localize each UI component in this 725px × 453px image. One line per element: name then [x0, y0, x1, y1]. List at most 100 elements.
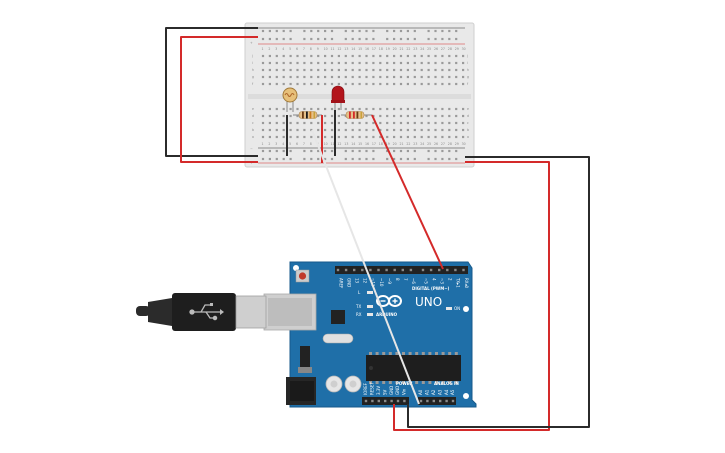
breadboard-hole	[289, 54, 292, 58]
resistor-2[interactable]	[341, 111, 372, 119]
breadboard-hole	[406, 114, 409, 118]
breadboard-hole	[393, 121, 396, 125]
pin-label: A4	[444, 389, 449, 395]
resistor-1[interactable]	[293, 111, 322, 119]
wire-red-digital-pin	[371, 114, 444, 270]
pin-label: TX▸1	[456, 277, 461, 288]
breadboard-hole	[268, 128, 271, 132]
header-pin	[361, 268, 364, 272]
column-number: 22	[406, 47, 410, 51]
breadboard-hole	[386, 37, 389, 41]
breadboard-hole	[358, 54, 361, 58]
breadboard-hole	[330, 135, 334, 139]
breadboard-hole	[261, 61, 265, 65]
breadboard-hole	[448, 29, 451, 33]
breadboard-hole	[324, 157, 327, 161]
breadboard-hole	[344, 54, 347, 58]
breadboard-hole	[406, 107, 409, 111]
breadboard-hole	[406, 54, 409, 58]
breadboard-hole	[386, 68, 389, 72]
column-number: 13	[344, 142, 348, 146]
usb-icon	[189, 303, 224, 321]
breadboard-hole	[399, 29, 403, 33]
row-letter: b	[467, 128, 469, 132]
breadboard-hole	[441, 82, 444, 86]
column-number: 23	[413, 142, 417, 146]
pin-label: 3.3V	[376, 386, 381, 395]
breadboard-hole	[351, 82, 354, 86]
header-pin	[451, 399, 455, 403]
breadboard-hole	[379, 121, 382, 125]
breadboard-hole	[289, 75, 292, 79]
breadboard-hole	[310, 135, 313, 139]
column-number: 6	[296, 142, 298, 146]
breadboard-hole	[441, 29, 444, 33]
chip-pin	[435, 381, 438, 384]
row-letter: h	[467, 68, 469, 72]
breadboard-hole	[303, 61, 306, 65]
breadboard-hole	[358, 37, 361, 41]
breadboard-hole	[427, 128, 430, 132]
breadboard-hole	[358, 135, 361, 139]
red-led[interactable]	[331, 85, 345, 110]
breadboard-hole	[324, 61, 327, 65]
breadboard-hole	[330, 75, 334, 79]
breadboard-hole	[317, 135, 320, 139]
breadboard-hole	[351, 128, 354, 132]
breadboard-hole	[448, 157, 451, 161]
breadboard-hole	[372, 54, 375, 58]
breadboard-hole	[372, 68, 375, 72]
photoresistor[interactable]	[282, 87, 298, 112]
breadboard-hole	[448, 149, 451, 153]
breadboard-hole	[268, 121, 271, 125]
breadboard-hole	[399, 128, 403, 132]
header-pin	[446, 268, 449, 272]
breadboard-hole	[406, 121, 409, 125]
breadboard-hole	[441, 61, 444, 65]
chip-pin	[448, 352, 452, 355]
breadboard-hole	[455, 107, 458, 111]
digital-pins	[336, 268, 465, 272]
breadboard-hole	[282, 75, 285, 79]
breadboard-hole	[434, 135, 437, 139]
row-letter: f	[252, 82, 254, 86]
breadboard-hole	[448, 82, 451, 86]
breadboard-hole	[413, 121, 416, 125]
breadboard-hole	[324, 68, 327, 72]
header-pin	[390, 399, 393, 403]
header-pin	[429, 268, 433, 272]
microcontroller-pins	[369, 352, 458, 384]
column-number: 15	[358, 47, 362, 51]
column-number: 30	[462, 47, 466, 51]
breadboard-hole	[365, 75, 368, 79]
breadboard-hole	[275, 114, 278, 118]
column-number: 3	[275, 47, 277, 51]
breadboard-hole	[413, 82, 416, 86]
breadboard-hole	[427, 114, 430, 118]
breadboard-hole	[317, 54, 320, 58]
column-number: 20	[393, 142, 397, 146]
column-number: 27	[441, 47, 445, 51]
breadboard-hole	[275, 61, 278, 65]
header-pin	[364, 399, 368, 403]
mounting-hole	[463, 393, 469, 399]
column-number: 4	[282, 142, 284, 146]
breadboard-hole	[324, 29, 327, 33]
row-letter: g	[467, 75, 469, 79]
breadboard-hole	[289, 107, 292, 111]
breadboard-hole	[261, 37, 265, 41]
chip-pin	[402, 381, 405, 384]
breadboard-hole	[399, 68, 403, 72]
breadboard-hole	[462, 54, 465, 58]
breadboard-hole	[413, 149, 416, 153]
breadboard-hole	[310, 37, 313, 41]
breadboard-hole	[261, 114, 265, 118]
pin-label: 13	[355, 278, 360, 284]
breadboard-hole	[261, 54, 265, 58]
pin-label: ~6	[411, 278, 416, 284]
breadboard-hole	[372, 149, 375, 153]
reset-button[interactable]	[295, 269, 310, 283]
breadboard-hole	[317, 75, 320, 79]
